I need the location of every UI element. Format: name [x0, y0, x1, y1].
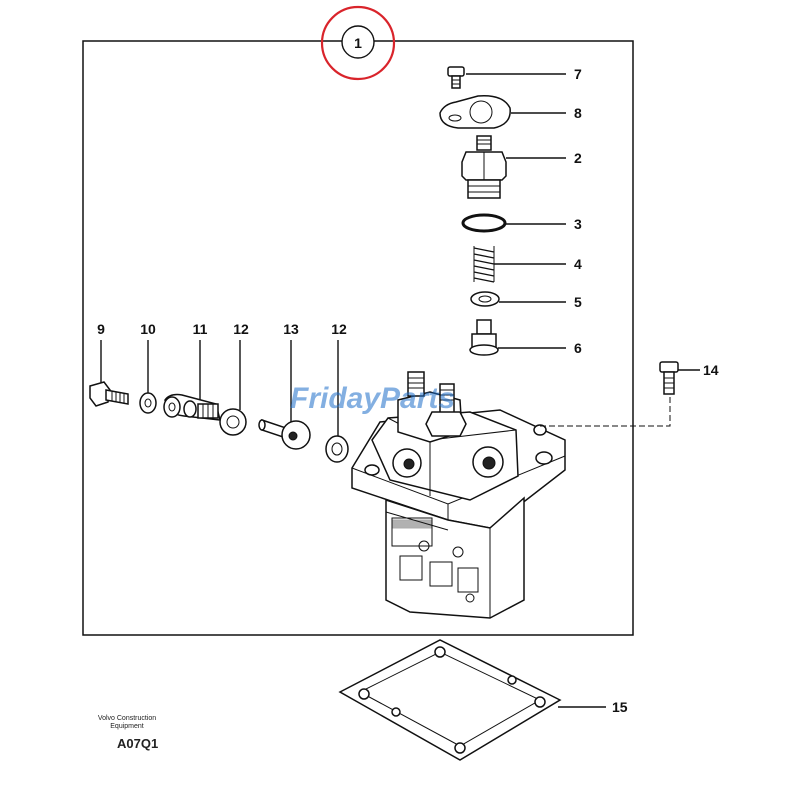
diagram-code: A07Q1 — [117, 736, 159, 751]
part-14-bolt — [659, 361, 700, 395]
manufacturer-label: Volvo Construction Equipment — [97, 715, 157, 730]
assembly-frame — [82, 40, 634, 636]
part-9-bolt — [89, 381, 129, 407]
callout-2: 2 — [574, 150, 582, 166]
callout-3: 3 — [574, 216, 582, 232]
part-10-washer — [139, 392, 157, 414]
part-15-gasket — [338, 639, 606, 761]
callout-11: 11 — [193, 321, 208, 337]
part-6-delivery-valve — [469, 319, 566, 356]
part-12-washer-right — [325, 435, 349, 463]
callout-6: 6 — [574, 340, 582, 356]
callout-8: 8 — [574, 105, 582, 121]
callout-10: 10 — [140, 321, 156, 337]
part-11-banjo-fitting — [163, 393, 221, 421]
callout-4: 4 — [574, 256, 582, 272]
callout-1: 1 — [354, 35, 362, 51]
callout-12b: 12 — [331, 321, 347, 337]
watermark-logo: FridayParts — [290, 382, 455, 415]
part-12-washer-left — [219, 408, 247, 436]
part-4-spring — [473, 245, 566, 283]
callout-12a: 12 — [233, 321, 249, 337]
assembly-callout: 1 — [320, 5, 396, 81]
part-7-screw — [447, 66, 566, 89]
injection-pump-body — [351, 371, 671, 619]
callout-5: 5 — [574, 294, 582, 310]
part-2-valve-holder — [461, 135, 566, 199]
part-13-eye-bolt — [258, 418, 311, 450]
callout-7: 7 — [574, 66, 582, 82]
part-5-washer — [470, 291, 566, 307]
part-8-clamp-plate — [439, 95, 566, 129]
callout-13: 13 — [283, 321, 299, 337]
callout-15: 15 — [612, 699, 628, 715]
callout-14: 14 — [703, 362, 719, 378]
part-3-o-ring — [461, 213, 566, 233]
callout-9: 9 — [97, 321, 105, 337]
